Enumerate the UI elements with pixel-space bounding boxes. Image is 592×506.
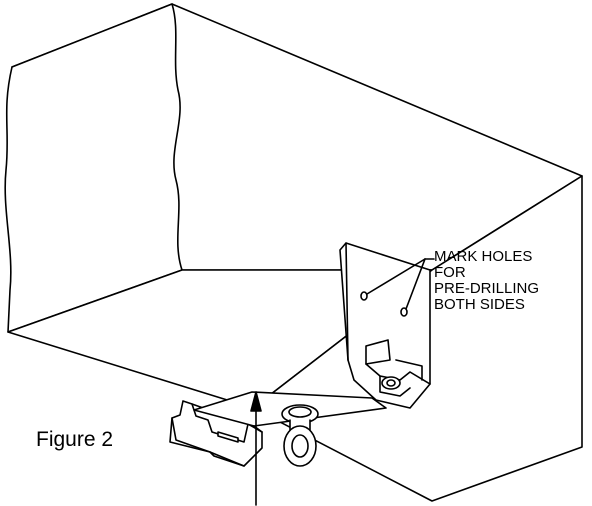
right-bracket: [339, 242, 431, 409]
callout-leaders: [366, 258, 435, 310]
callout-line-3: PRE-DRILLING: [434, 280, 540, 297]
mark-holes-callout: MARK HOLES FOR PRE-DRILLING BOTH SIDES: [434, 249, 539, 313]
callout-line-2: FOR: [434, 264, 466, 281]
upward-arrow: [250, 391, 262, 506]
callout-line-1: MARK HOLES: [434, 248, 533, 265]
cabinet-left-face: [4, 3, 183, 333]
cabinet-body: [4, 3, 583, 502]
eye-bolt: [281, 404, 319, 467]
mark-holes: [360, 291, 408, 317]
callout-line-4: BOTH SIDES: [434, 296, 525, 313]
figure-caption: Figure 2: [36, 428, 114, 451]
left-bracket: [169, 400, 263, 467]
